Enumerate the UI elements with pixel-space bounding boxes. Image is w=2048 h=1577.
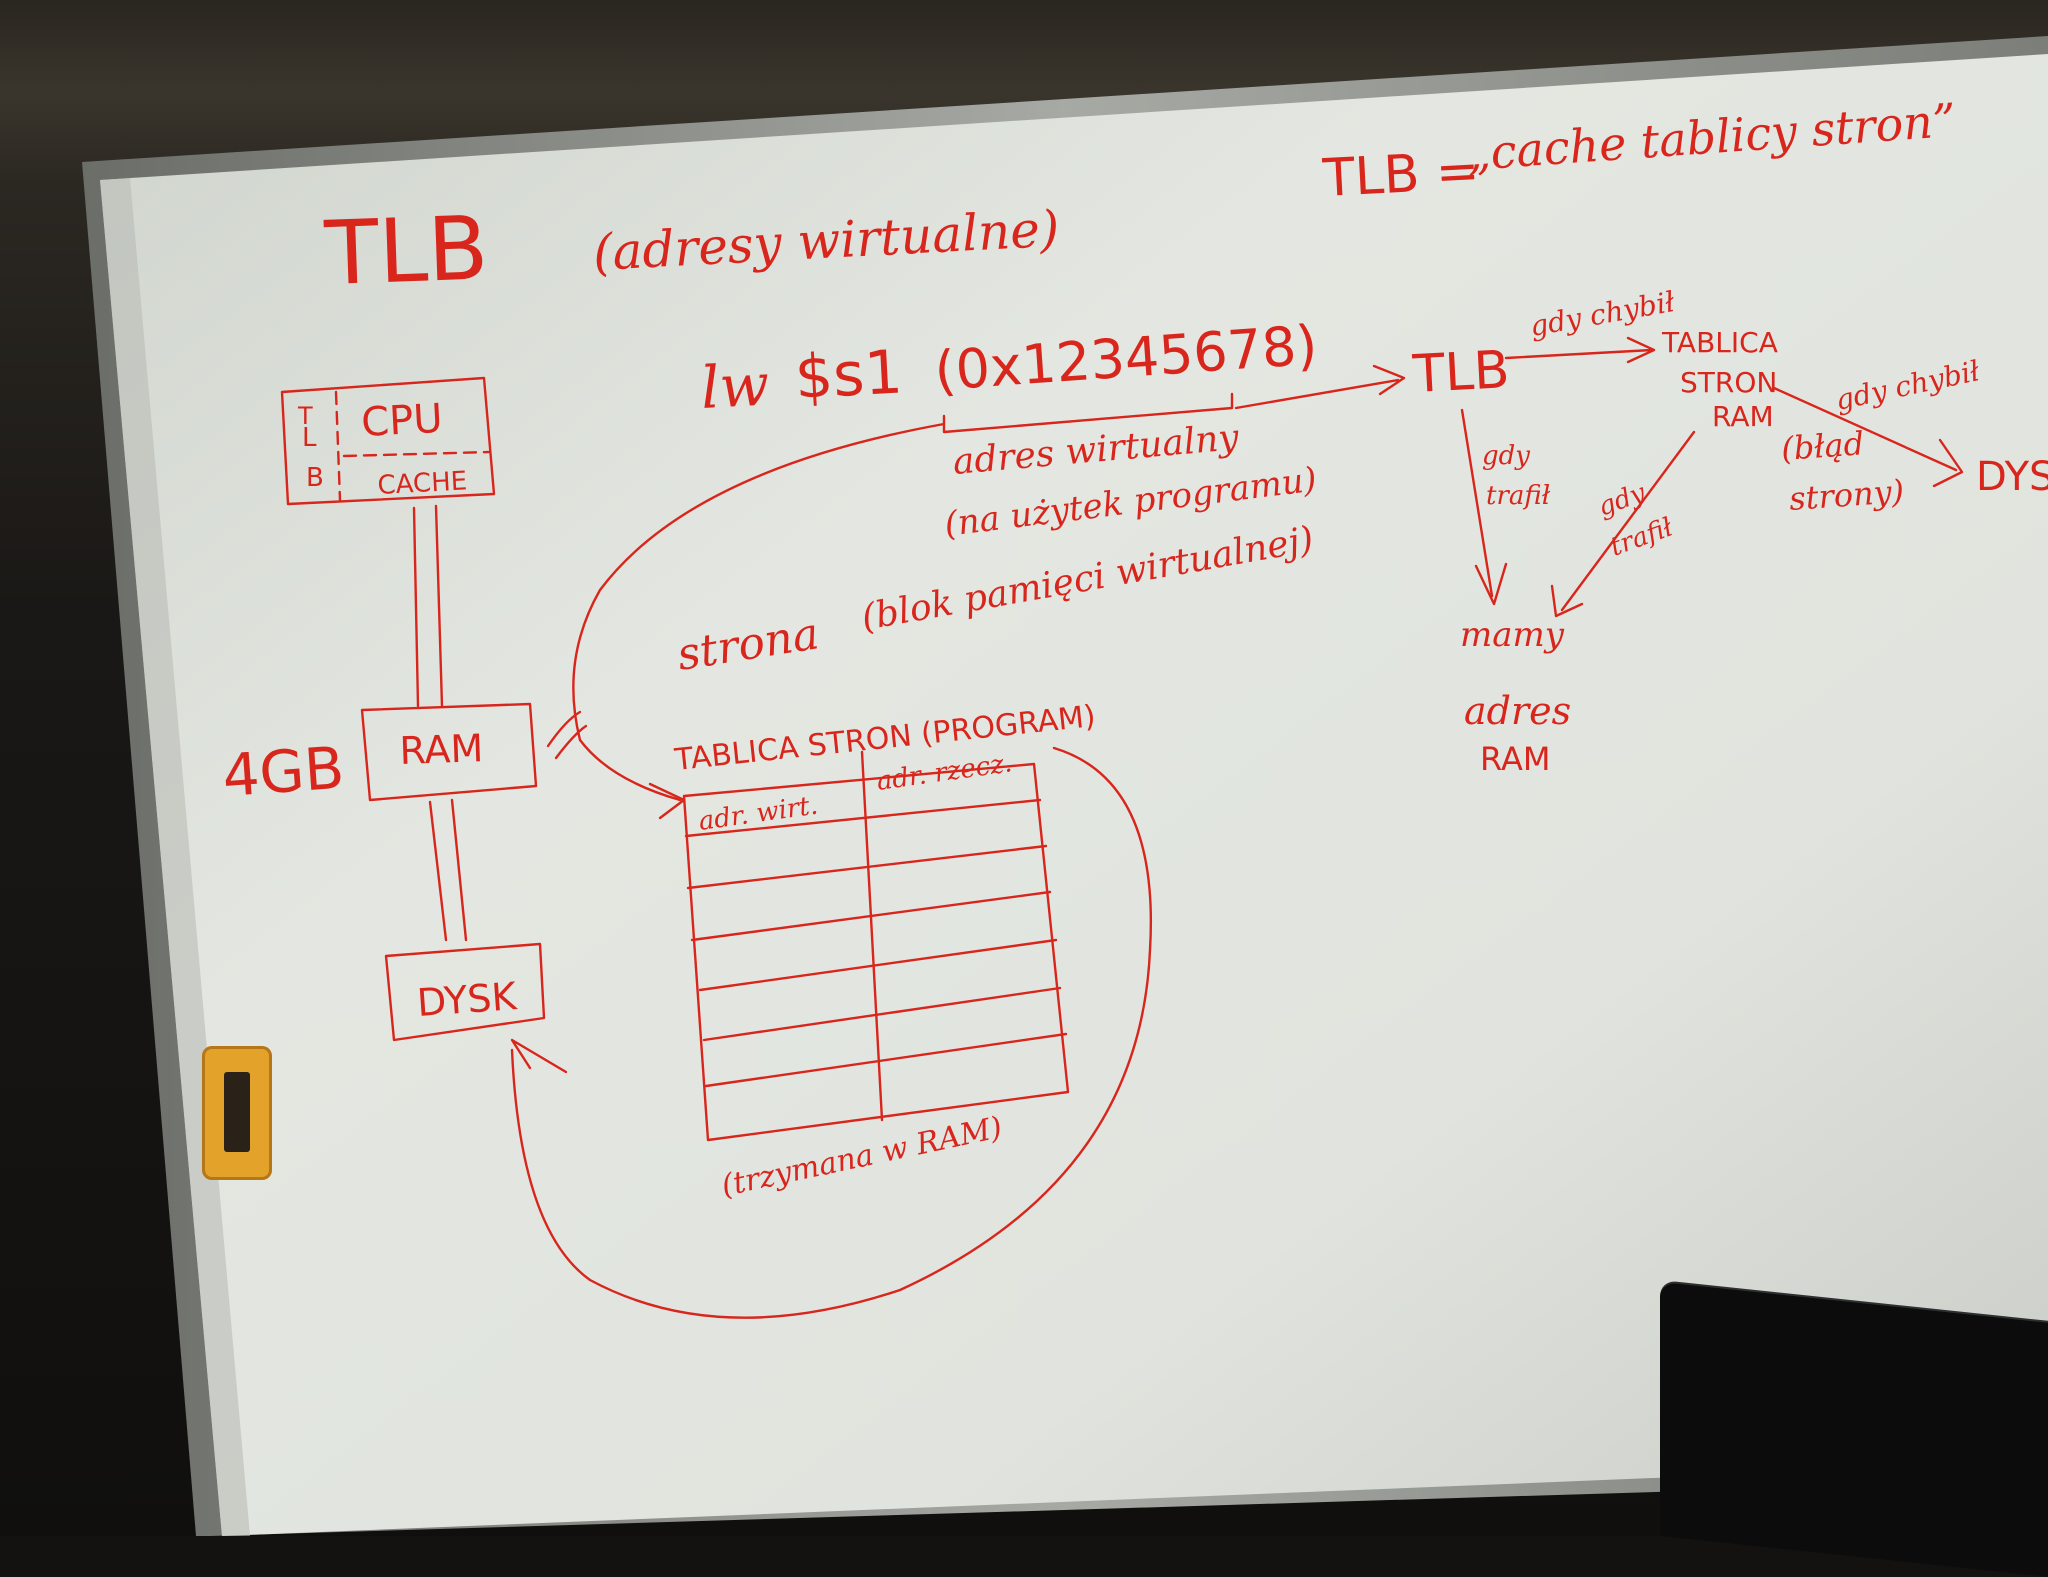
cpu-label: CPU xyxy=(360,396,444,446)
flow-result-1: mamy xyxy=(1460,615,1565,655)
arrowhead-result-2 xyxy=(1550,584,1584,618)
arrowhead-result-1 xyxy=(1474,562,1508,606)
arrow-address-to-table xyxy=(572,422,946,802)
board-left-edge xyxy=(100,178,250,1536)
flow-fault-1: (błąd xyxy=(1780,424,1865,468)
ram-size: 4GB xyxy=(220,734,346,810)
tlb-letter-b: B xyxy=(306,463,324,493)
cpu-box xyxy=(280,376,496,506)
definition-lhs: TLB = xyxy=(1321,141,1481,209)
bus-ram-disk xyxy=(428,798,468,942)
arrow-address-to-tlb xyxy=(1234,378,1400,410)
page-table-note: (trzymana w RAM) xyxy=(718,1110,1005,1204)
page-block-term: strona xyxy=(674,608,823,681)
flow-hit1-2: trafił xyxy=(1486,481,1551,511)
arrow-table-to-disk xyxy=(510,746,1152,1319)
arrowhead-flow-disk xyxy=(1932,438,1964,488)
arrowhead-table-ram xyxy=(1626,336,1656,364)
flow-table-2: STRON xyxy=(1680,366,1777,399)
board-surface xyxy=(100,54,2048,1536)
flow-hit2-1: gdy xyxy=(1594,478,1650,523)
cache-label: CACHE xyxy=(377,466,468,501)
arrowhead-table xyxy=(648,782,686,820)
flow-hit2-2: trafił xyxy=(1606,512,1677,562)
flow-fault-2: strony) xyxy=(1788,472,1905,518)
arrow-table-to-result xyxy=(1560,430,1696,612)
ram-label: RAM xyxy=(399,726,484,773)
page-table-rows xyxy=(684,798,1068,1088)
flow-miss1: gdy chybił xyxy=(1527,285,1677,343)
whiteboard-drawing: TLB (adresy wirtualne) TLB = „cache tabl… xyxy=(220,93,2048,1319)
page-block-note: (blok pamięci wirtualnej) xyxy=(858,519,1316,639)
disk-box xyxy=(384,942,546,1042)
definition-rhs: „cache tablicy stron” xyxy=(1465,93,1958,181)
instruction-op: lw xyxy=(699,351,771,422)
flow-result-3: RAM xyxy=(1480,740,1550,778)
disk-label: DYSK xyxy=(416,974,519,1025)
flow-result-2: adres xyxy=(1464,689,1571,733)
whiteboard xyxy=(82,36,2048,1536)
flow-hit1-1: gdy xyxy=(1482,441,1530,471)
instruction-addr: (0x12345678) xyxy=(933,313,1320,403)
arrow-tlb-to-result xyxy=(1460,408,1494,598)
cpu-cache-divider xyxy=(342,450,492,458)
page-table-col2: adr. rzecz. xyxy=(875,748,1014,797)
page-table-col-divider xyxy=(860,750,884,1122)
eraser[interactable] xyxy=(202,1046,272,1180)
flow-table-3: RAM xyxy=(1712,400,1774,433)
flow-table-1: TABLICA xyxy=(1661,326,1778,359)
page-table-frame xyxy=(682,762,1070,1142)
ram-box xyxy=(360,702,538,802)
cpu-tlb-divider xyxy=(334,390,342,502)
tlb-letter-l: L xyxy=(302,423,317,453)
instruction-reg: $s1 xyxy=(793,337,904,413)
arrowhead-disk xyxy=(510,1038,568,1074)
flow-miss2: gdy chybił xyxy=(1833,354,1984,417)
title-tlb: TLB xyxy=(322,196,490,305)
flow-disk: DYSK xyxy=(1976,454,2048,500)
ram-marks xyxy=(546,710,588,760)
title-paren: (adresy wirtualne) xyxy=(592,200,1061,282)
arrow-table-to-disk-flow xyxy=(1772,386,1958,472)
page-table-col1: adr. wirt. xyxy=(697,791,820,837)
eraser-label xyxy=(224,1072,250,1152)
arrow-tlb-to-table xyxy=(1504,348,1654,360)
arrowhead-tlb xyxy=(1372,364,1406,396)
flow-tlb: TLB xyxy=(1411,340,1511,405)
bus-cpu-ram xyxy=(412,504,444,708)
tlb-letter-t: T xyxy=(297,402,313,430)
